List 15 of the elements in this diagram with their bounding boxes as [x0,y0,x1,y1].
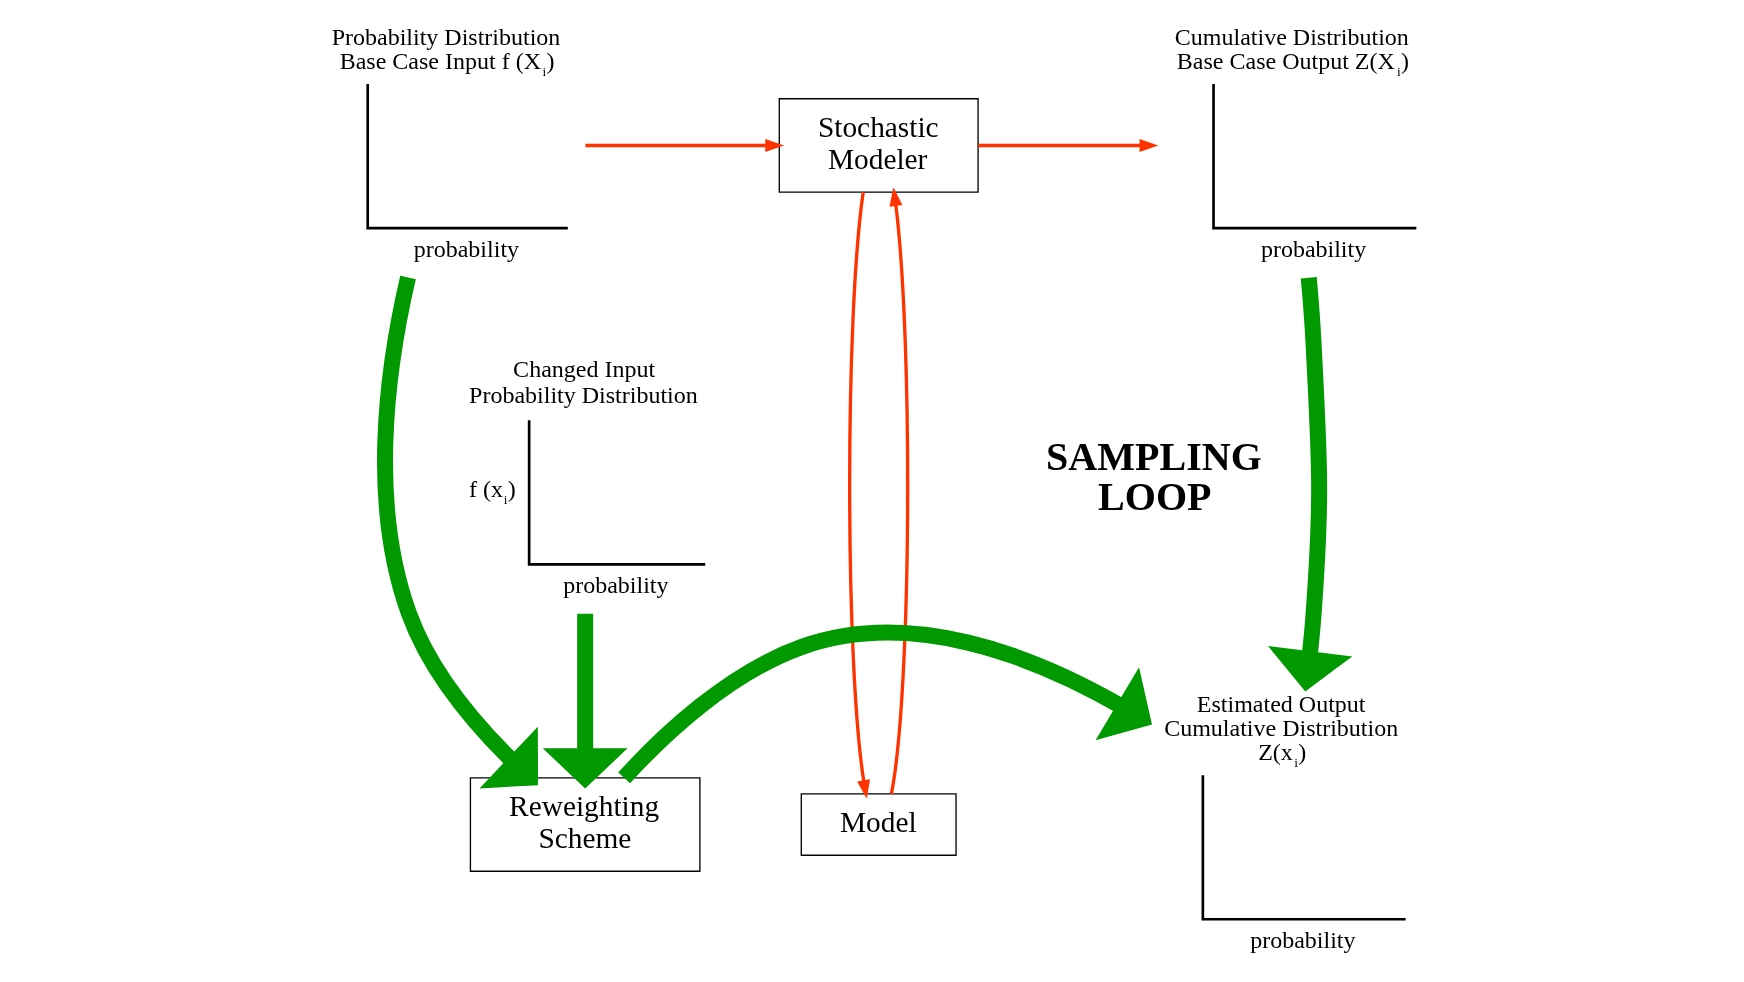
node-box: Model [800,793,957,856]
arrow [978,138,1159,153]
node-text: Changed Input Probability Distribution f (x$_{i}$) probability [469,355,698,598]
node-box: Reweighting Scheme [469,777,701,872]
node-text: Estimated Output Cumulative Distribution Z(x$_{i}$) probability [1164,690,1399,953]
arrow [889,187,910,795]
node-text: Cumulative Distribution Base Case Output Z(X$_{i}$) probability [1174,23,1409,262]
arrow [848,192,871,799]
node-text: Probability Distribution Base Case Input f (X$_{i}$) probability [331,23,561,262]
arrow [377,275,539,789]
node-box: Stochastic Modeler [778,98,979,193]
arrow [585,138,785,153]
label: SAMPLING LOOP [1046,433,1262,519]
arrow [542,613,628,789]
arrow [1268,277,1353,692]
